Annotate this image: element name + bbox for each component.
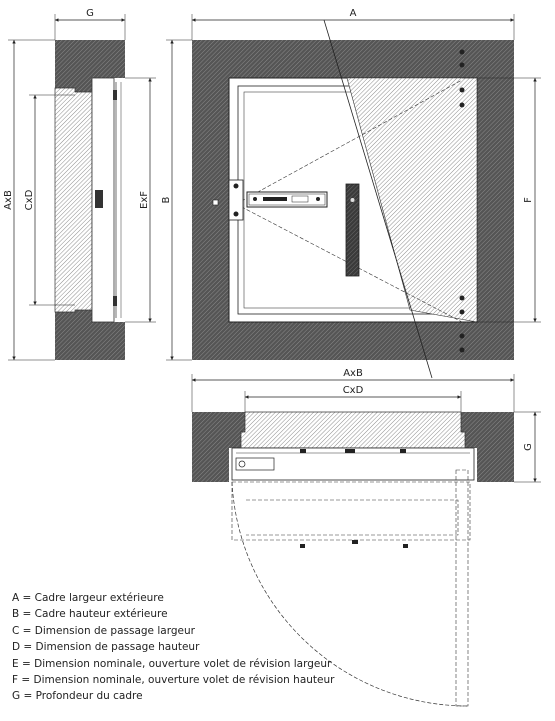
dimension-f: F <box>462 77 541 323</box>
label-a-top: A <box>350 8 357 19</box>
dimension-a-top: A <box>191 8 515 40</box>
legend-item-g: G = Profondeur du cadre <box>12 690 143 703</box>
front-wall <box>192 40 514 360</box>
dimension-g-top: G <box>54 8 126 40</box>
bottom-frame-profile <box>240 411 466 449</box>
label-b: B <box>161 196 172 203</box>
front-view <box>192 19 514 379</box>
label-cxd-left: CxD <box>24 189 35 210</box>
dimension-exf: ExF <box>125 77 156 323</box>
label-exf: ExF <box>139 191 150 209</box>
legend-item-e: E = Dimension nominale, ouverture volet … <box>12 657 332 670</box>
legend-item-c: C = Dimension de passage largeur <box>12 624 195 637</box>
legend-item-b: B = Cadre hauteur extérieure <box>12 608 168 621</box>
label-axb-bottom: AxB <box>343 368 363 379</box>
legend-item-f: F = Dimension nominale, ouverture volet … <box>12 674 335 687</box>
label-g-top: G <box>86 8 94 19</box>
hinge-block <box>228 179 244 221</box>
label-g-right: G <box>523 443 534 451</box>
legend-item-d: D = Dimension de passage hauteur <box>12 641 200 654</box>
section-cut-line <box>323 19 433 379</box>
legend: A = Cadre largeur extérieure B = Cadre h… <box>12 590 334 705</box>
side-section-view <box>54 40 125 360</box>
legend-item-a: A = Cadre largeur extérieure <box>12 592 164 604</box>
opened-door-outline <box>231 481 471 541</box>
label-f: F <box>523 197 534 203</box>
dimension-cxd-left: CxD <box>24 94 75 306</box>
dimension-axb-left: AxB <box>3 39 55 361</box>
label-axb-left: AxB <box>3 190 14 210</box>
top-section-view <box>192 411 514 707</box>
dimension-g-right: G <box>514 411 541 483</box>
dimension-b: B <box>161 39 192 361</box>
door-handle <box>345 183 360 277</box>
label-cxd-bottom: CxD <box>343 385 364 396</box>
dimension-axb-bottom: AxB <box>191 368 515 412</box>
side-latch <box>95 190 103 208</box>
dimension-cxd-bottom: CxD <box>244 385 462 412</box>
door-swing-arc <box>231 481 469 707</box>
side-frame-profile <box>54 87 93 313</box>
